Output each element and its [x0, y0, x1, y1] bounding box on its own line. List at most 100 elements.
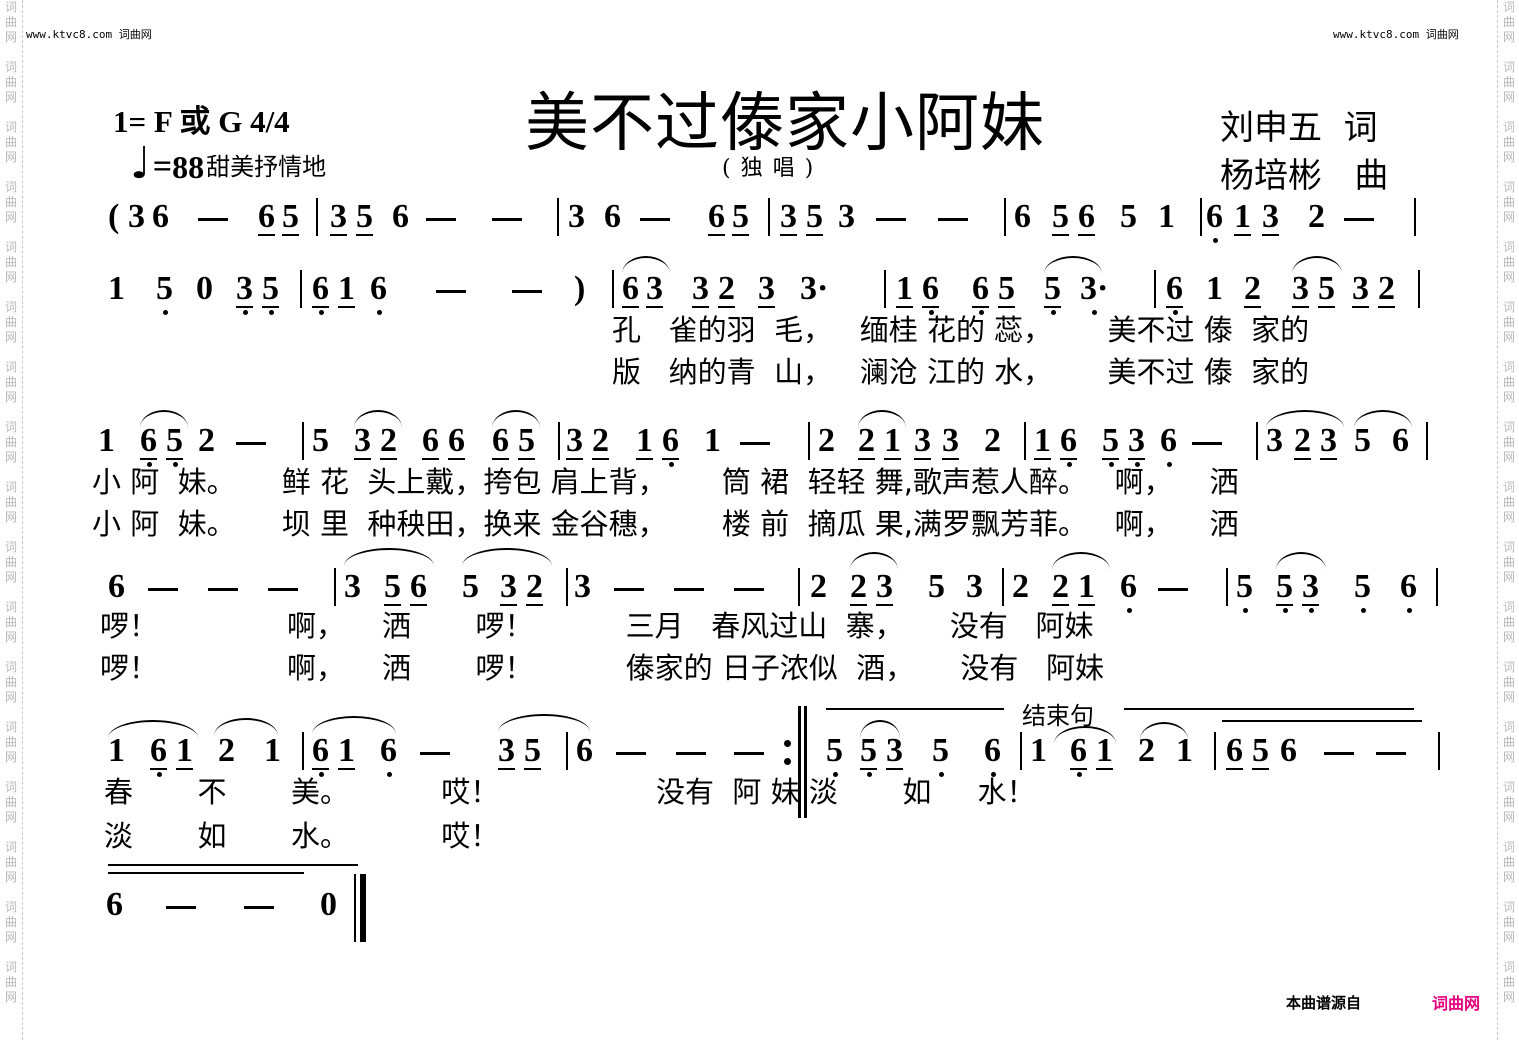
watermark-chars: 词曲网 — [1498, 840, 1519, 885]
slur — [1054, 726, 1116, 744]
note: 5 — [462, 568, 479, 605]
slur — [860, 720, 900, 738]
watermark-char: 网 — [1502, 750, 1515, 764]
extension-dash — [1192, 442, 1222, 445]
note: 6 — [576, 732, 593, 769]
extension-dash — [244, 906, 274, 909]
note: 3 — [344, 568, 361, 605]
watermark-chars: 词曲网 — [1498, 0, 1519, 45]
note: 5 — [384, 568, 401, 606]
note: 6 — [150, 732, 167, 777]
watermark-char: 网 — [4, 90, 17, 104]
watermark-char: 网 — [1502, 510, 1515, 524]
watermark-char: 网 — [4, 30, 17, 44]
barline — [566, 732, 568, 770]
watermark-chars: 词曲网 — [0, 900, 22, 945]
note: 2 — [1052, 568, 1069, 606]
watermark-chars: 词曲网 — [1498, 660, 1519, 705]
watermark-chars: 词曲网 — [1498, 60, 1519, 105]
watermark-char: 词 — [4, 480, 17, 494]
note: 3 — [942, 422, 959, 460]
lyric-verse-1: 啰！ 啊， 洒 啰！ 三月 春风过山 寨， 没有 阿妹 — [100, 609, 1094, 643]
extension-dash — [674, 588, 704, 591]
note: 5 — [156, 270, 173, 315]
watermark-chars: 词曲网 — [0, 660, 22, 705]
note: 3· — [1080, 270, 1109, 315]
note: 2 — [1012, 568, 1029, 605]
watermark-char: 词 — [1502, 540, 1515, 554]
note: 6 — [1078, 198, 1095, 236]
watermark-char: 网 — [1502, 570, 1515, 584]
barline — [1418, 270, 1420, 308]
slur — [1140, 722, 1188, 740]
watermark-char: 曲 — [4, 795, 17, 809]
note: 5 — [1318, 270, 1335, 308]
watermark-chars: 词曲网 — [0, 60, 22, 105]
note: 6 — [984, 732, 1001, 777]
extension-dash — [512, 290, 542, 293]
slur — [1292, 256, 1342, 274]
barline — [1226, 568, 1228, 606]
watermark-char: 网 — [1502, 330, 1515, 344]
note: 3 — [966, 568, 983, 605]
watermark-char: 网 — [1502, 270, 1515, 284]
watermark-char: 网 — [1502, 210, 1515, 224]
watermark-char: 词 — [1502, 600, 1515, 614]
key-signature: 1= F 或 G 4/4 — [113, 104, 290, 139]
barline — [566, 568, 568, 606]
note: 2 — [1378, 270, 1395, 308]
watermark-char: 网 — [1502, 390, 1515, 404]
barline — [302, 732, 304, 770]
watermark-char: 词 — [1502, 240, 1515, 254]
watermark-chars: 词曲网 — [1498, 360, 1519, 405]
site-watermark-left: www.ktvc8.com 词曲网 — [26, 28, 152, 41]
watermark-chars: 词曲网 — [1498, 960, 1519, 1005]
note: 6 — [152, 198, 169, 235]
lyric-verse-2: 小 阿 妹。 坝 里 种秧田，换来 金谷穗， 楼 前 摘瓜 果,满罗飘芳菲。 啊… — [92, 507, 1239, 541]
composer-credit: 杨培彬 曲 — [1220, 156, 1389, 196]
note: 3 — [128, 198, 145, 235]
slur — [498, 714, 590, 732]
slur — [1266, 410, 1344, 428]
barline — [1002, 568, 1004, 606]
note: 5 — [732, 198, 749, 236]
note: 6 — [422, 422, 439, 460]
lyricist-credit: 刘申五 词 — [1220, 108, 1378, 148]
watermark-char: 网 — [4, 990, 17, 1004]
source-site-link[interactable]: 词曲网 — [1432, 994, 1481, 1013]
watermark-char: 词 — [4, 960, 17, 974]
watermark-chars: 词曲网 — [0, 300, 22, 345]
barline — [1020, 732, 1022, 770]
watermark-char: 词 — [4, 120, 17, 134]
watermark-char: 词 — [4, 240, 17, 254]
watermark-chars: 词曲网 — [1498, 600, 1519, 645]
watermark-char: 词 — [1502, 420, 1515, 434]
watermark-chars: 词曲网 — [0, 180, 22, 225]
slur — [140, 410, 188, 428]
watermark-char: 词 — [4, 540, 17, 554]
watermark-char: 词 — [1502, 360, 1515, 374]
watermark-char: 词 — [4, 780, 17, 794]
note: 6 — [258, 198, 275, 236]
note: 0 — [196, 270, 213, 307]
note: 6 — [1120, 568, 1137, 613]
extension-dash — [420, 752, 450, 755]
watermark-char: 网 — [4, 750, 17, 764]
extension-dash — [426, 218, 456, 221]
note: 1 — [176, 732, 193, 770]
barline — [1414, 198, 1416, 236]
note: 6 — [1060, 422, 1077, 467]
extension-dash — [208, 588, 238, 591]
watermark-chars: 词曲网 — [1498, 120, 1519, 165]
watermark-chars: 词曲网 — [0, 840, 22, 885]
watermark-char: 词 — [1502, 960, 1515, 974]
barline — [557, 198, 559, 236]
note: 6 — [106, 886, 123, 923]
watermark-char: 网 — [1502, 450, 1515, 464]
watermark-char: 曲 — [1502, 75, 1515, 89]
note: 3 — [886, 732, 903, 770]
note: 5 — [518, 422, 535, 460]
note: 5 — [1102, 422, 1119, 467]
barline — [558, 422, 560, 460]
watermark-char: 曲 — [1502, 435, 1515, 449]
